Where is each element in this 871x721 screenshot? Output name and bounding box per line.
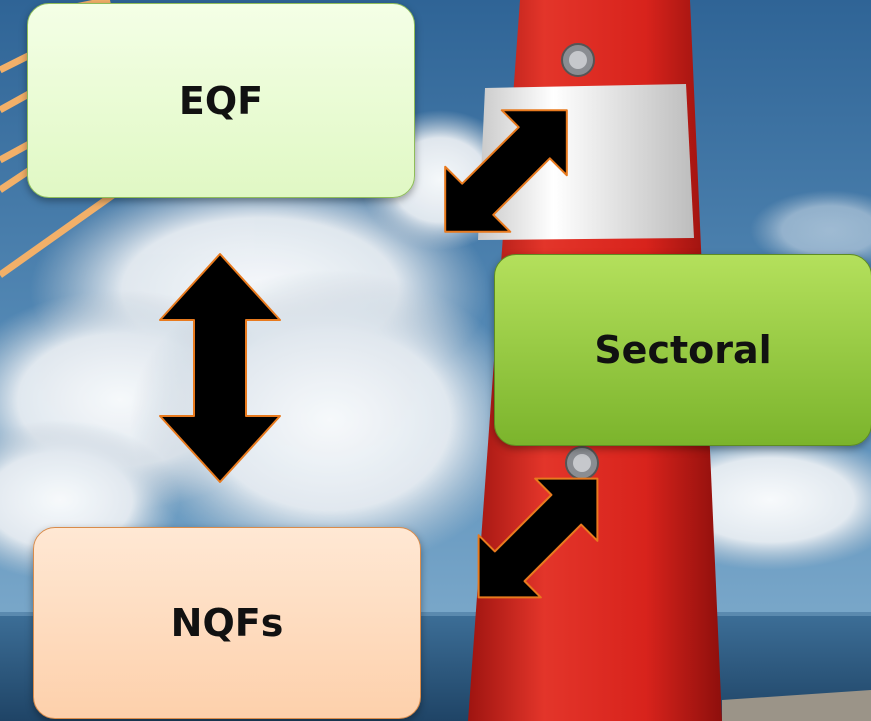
eqf-label: EQF [178, 78, 264, 123]
diagonal-double-arrow-lower [477, 477, 599, 599]
sectoral-label: Sectoral [594, 328, 772, 372]
vertical-double-arrow [159, 253, 281, 483]
sectoral-box: Sectoral [494, 254, 871, 446]
nqfs-box: NQFs [33, 527, 421, 719]
diagonal-double-arrow-upper [444, 109, 568, 233]
eqf-box: EQF [27, 3, 415, 198]
nqfs-label: NQFs [170, 601, 284, 645]
